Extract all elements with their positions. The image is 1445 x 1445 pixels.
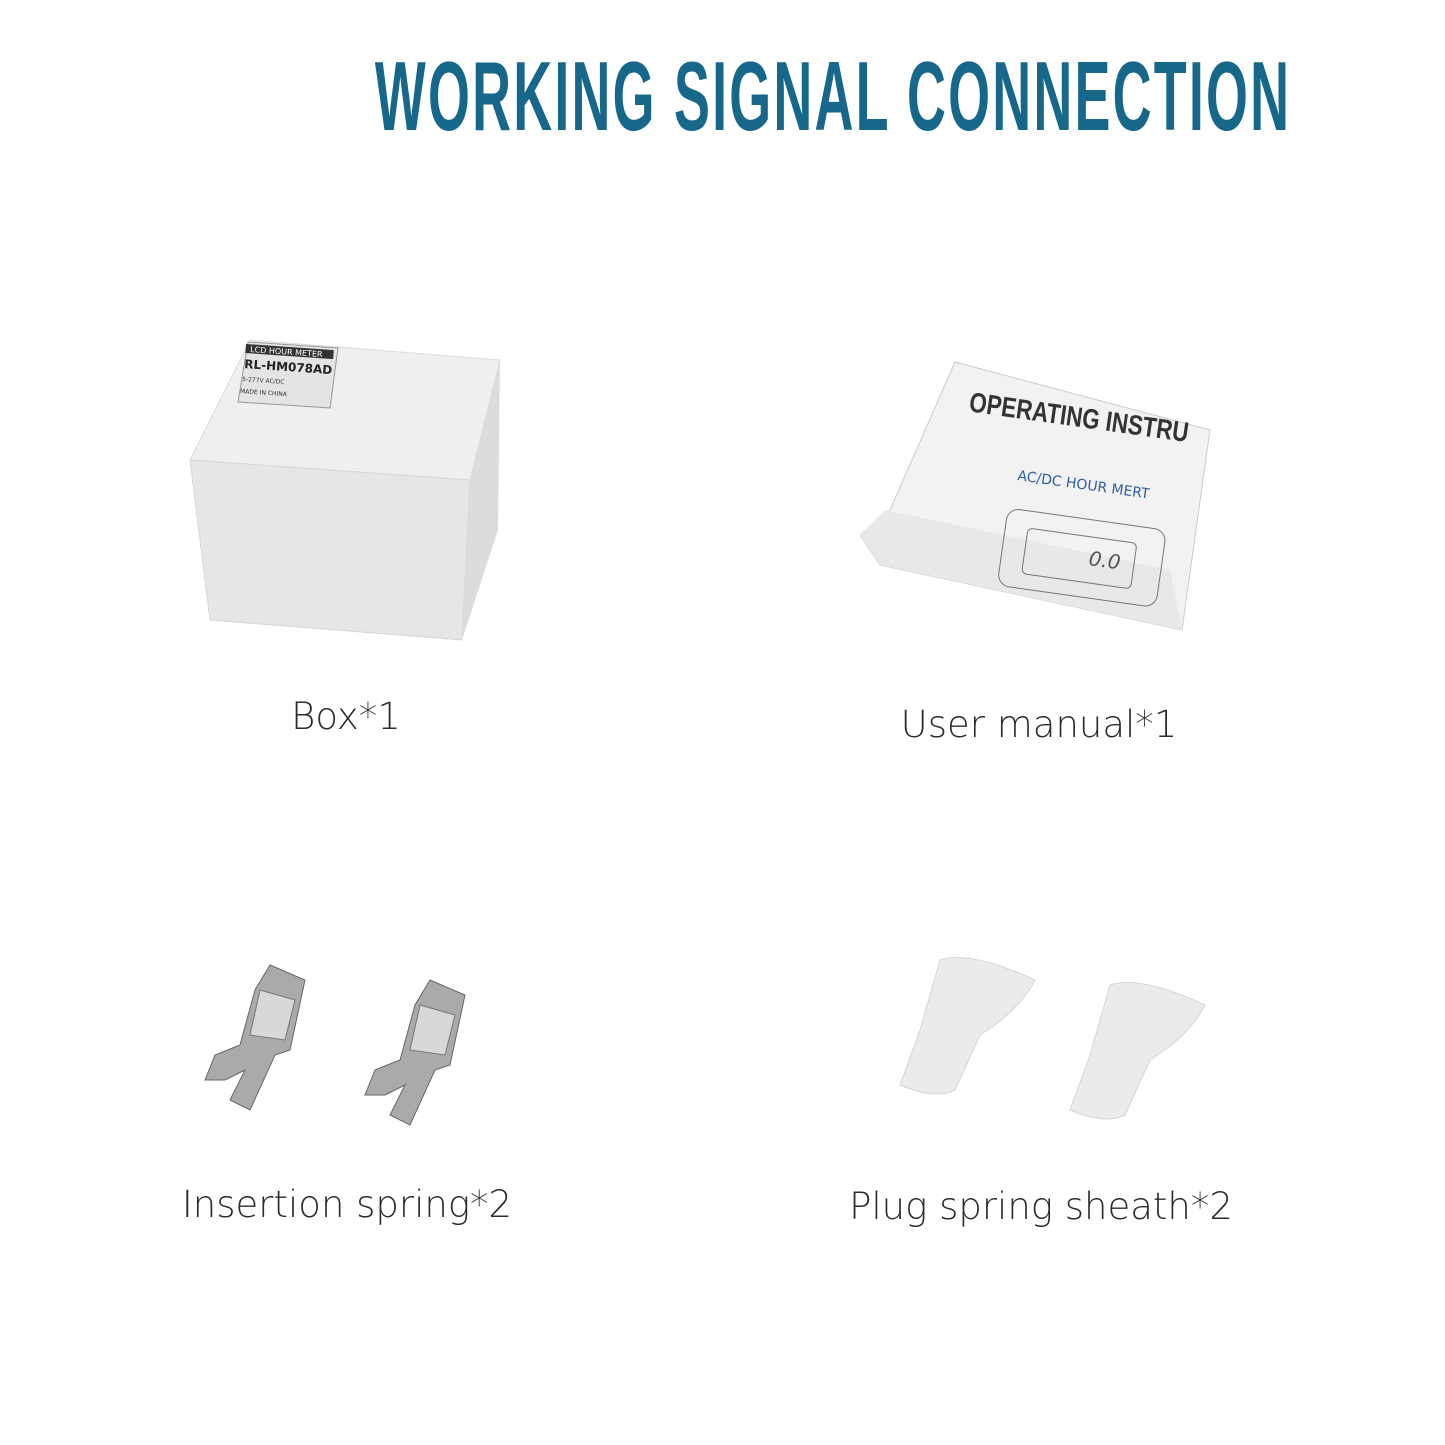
insertion-spring-2 xyxy=(364,979,466,1126)
title-text: WORKING SIGNAL CONNECTION xyxy=(374,41,1292,151)
box-label-origin: MADE IN CHINA xyxy=(240,388,288,398)
box-image: LCD HOUR METER RL-HM078AD 5-277V AC/DC M… xyxy=(189,339,501,641)
caption-plug-spring-sheath: Plug spring sheath*2 xyxy=(849,1185,1233,1228)
caption-box: Box*1 xyxy=(291,695,401,738)
plug-spring-sheath-image xyxy=(899,957,1206,1120)
plug-spring-sheath-2 xyxy=(1069,982,1206,1120)
insertion-spring-image xyxy=(204,964,466,1126)
plug-spring-sheath-1 xyxy=(899,957,1036,1095)
page-title: WORKING SIGNAL CONNECTION xyxy=(0,40,1445,153)
caption-user-manual: User manual*1 xyxy=(900,703,1178,746)
caption-insertion-spring: Insertion spring*2 xyxy=(181,1183,513,1226)
user-manual-image: OPERATING INSTRU AC/DC HOUR MERT 0.0 xyxy=(860,361,1211,631)
insertion-spring-1 xyxy=(204,964,306,1111)
box-label-model: RL-HM078AD xyxy=(244,357,333,377)
box-label-voltage: 5-277V AC/DC xyxy=(242,376,285,386)
manual-display-value: 0.0 xyxy=(1087,546,1122,574)
